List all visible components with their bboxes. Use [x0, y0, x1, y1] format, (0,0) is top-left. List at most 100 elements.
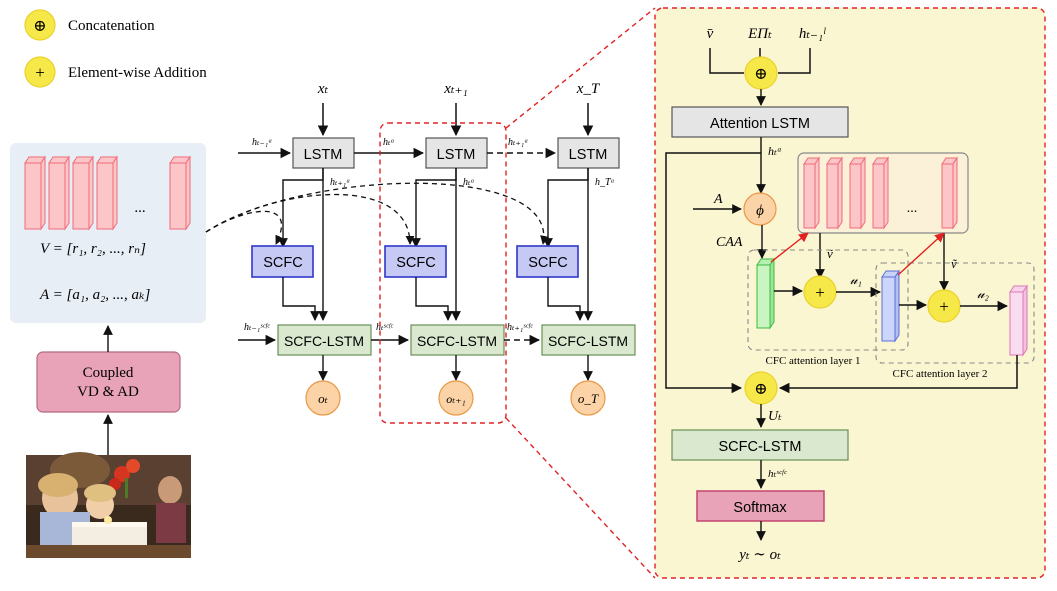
zoom-line-bottom [505, 417, 656, 579]
lstm-label: LSTM [437, 147, 476, 163]
input-photo [26, 452, 191, 558]
timestep-col-1: xₜ LSTM hₜ₊₁ᵃ SCFC SCFC-LSTM oₜ [251, 81, 372, 416]
feature-to-scfc-curves [205, 182, 550, 245]
h-next-scfc-label: hₜ₊₁ˢᶜᶠᶜ [507, 322, 534, 333]
u2-label: 𝓊₂ [977, 286, 989, 301]
red-arrow-1 [770, 232, 809, 263]
h-prev-scfc-label: hₜ₋₁ˢᶜᶠᶜ [244, 322, 271, 333]
v-equation: V = [r₁, r₂, ..., rₙ] [40, 241, 146, 257]
scfc-label: SCFC [396, 255, 435, 271]
a-equation: A = [a₁, a₂, ..., aₖ] [39, 287, 151, 303]
u1-bar [881, 269, 900, 343]
u-t-label: Uₜ [768, 409, 782, 424]
feature-ellipsis: ... [134, 200, 145, 216]
scfc-label: SCFC [263, 255, 302, 271]
add-legend-label: Element-wise Addition [68, 65, 207, 81]
softmax-label: Softmax [733, 500, 787, 516]
detail-scfc-lstm-box [671, 429, 849, 461]
feature-bars [24, 155, 191, 231]
cfc-layer-1-box [747, 249, 909, 351]
feature-bar [48, 155, 70, 231]
add-node-2-symbol: + [939, 297, 949, 316]
feature-bar [169, 155, 191, 231]
lstm-label: LSTM [569, 147, 608, 163]
scfc-label: SCFC [528, 255, 567, 271]
hidden-label: hₜᵃ [463, 177, 474, 188]
red-arrow-2 [897, 232, 945, 276]
scfc-lstm-box [541, 324, 636, 356]
input-label: xₜ₊₁ [443, 81, 468, 97]
scfc-lstm-label: SCFC-LSTM [284, 333, 364, 349]
feature-bar [872, 156, 889, 230]
detail-feature-bars [803, 156, 958, 230]
input-label: xₜ [317, 81, 329, 97]
cfc-layer-2-label: CFC attention layer 2 [892, 368, 987, 380]
add-legend-symbol: + [35, 63, 45, 82]
add-node-1-symbol: + [815, 283, 825, 302]
phi-node [743, 192, 777, 226]
output-label: oₜ₊₁ [446, 392, 465, 406]
input-h-prev-l: hₜ₋₁ˡ [799, 26, 826, 42]
lstm-box [557, 137, 620, 169]
add-legend-node [24, 56, 56, 88]
lstm-box [292, 137, 355, 169]
cfc-layer-1-label: CFC attention layer 1 [765, 355, 860, 367]
legend: ⊕ Concatenation + Element-wise Addition [24, 9, 207, 88]
attention-lstm-label: Attention LSTM [710, 116, 810, 132]
output-node [570, 380, 606, 416]
final-output-label: yₜ ∼ oₜ [737, 547, 781, 563]
feature-bar [24, 155, 46, 231]
concat-legend-node [24, 9, 56, 41]
cfc-layer-2-box [875, 262, 1035, 364]
bottom-concat-symbol: ⊕ [754, 381, 767, 398]
detail-feature-ellipsis: ... [907, 201, 918, 216]
concat-legend-symbol: ⊕ [33, 18, 46, 35]
v-tilde-1: ṽ [827, 246, 834, 261]
timestep-col-3: x_T LSTM h_Tᵃ SCFC SCFC-LSTM o_T [516, 81, 636, 416]
output-label: o_T [578, 391, 599, 406]
hidden-label: h_Tᵃ [595, 177, 615, 188]
hidden-label: hₜ₊₁ᵃ [330, 177, 350, 188]
caa-label: CAA [716, 235, 743, 250]
scfc-lstm-box [410, 324, 505, 356]
h-t-a-label: hₜᵃ [383, 137, 394, 148]
phi-symbol: ϕ [756, 203, 764, 219]
scfc-box [251, 245, 314, 278]
h-prev-a-label: hₜ₋₁ᵃ [252, 137, 272, 148]
feature-bar [803, 156, 820, 230]
detail-scfc-lstm-label: SCFC-LSTM [719, 439, 802, 455]
feature-bar [941, 156, 958, 230]
feature-panel: ... V = [r₁, r₂, ..., rₙ] A = [a₁, a₂, .… [10, 143, 206, 323]
scfc-lstm-label: SCFC-LSTM [417, 333, 497, 349]
detail-h-scfc-label: hₜˢᶜᶠᶜ [768, 468, 787, 480]
zoom-line-top [505, 7, 656, 129]
scfc-lstm-box [277, 324, 372, 356]
attention-lstm-box [671, 106, 849, 138]
h-t-scfc-label: hₜˢᶜᶠᶜ [376, 322, 394, 333]
input-label: x_T [576, 81, 601, 97]
detail-panel: v̄ EΠₜ hₜ₋₁ˡ ⊕ Attention LSTM hₜᵃ A ϕ CA… [654, 7, 1046, 579]
feature-bar [849, 156, 866, 230]
coupled-vd-ad-box [36, 351, 181, 413]
input-e-pi: EΠₜ [747, 26, 772, 42]
softmax-box [696, 490, 825, 522]
top-concat-symbol: ⊕ [754, 66, 767, 83]
timestep-col-2: xₜ₊₁ LSTM hₜᵃ SCFC SCFC-LSTM oₜ₊₁ [384, 81, 505, 416]
feature-bar [72, 155, 94, 231]
scfc-box [516, 245, 579, 278]
u1-label: 𝓊₁ [850, 272, 862, 287]
scfc-box [384, 245, 447, 278]
output-node [305, 380, 341, 416]
coupled-box-line2: VD & AD [77, 384, 139, 400]
coupled-box-line1: Coupled [83, 365, 134, 381]
highlight-box [379, 122, 507, 424]
output-label: oₜ [318, 391, 329, 406]
feature-bar [826, 156, 843, 230]
caa-bar [756, 257, 775, 330]
input-v-bar: v̄ [707, 26, 714, 42]
scfc-lstm-label: SCFC-LSTM [548, 333, 628, 349]
lstm-box [425, 137, 488, 169]
concat-legend-label: Concatenation [68, 18, 155, 34]
feature-bar [96, 155, 118, 231]
